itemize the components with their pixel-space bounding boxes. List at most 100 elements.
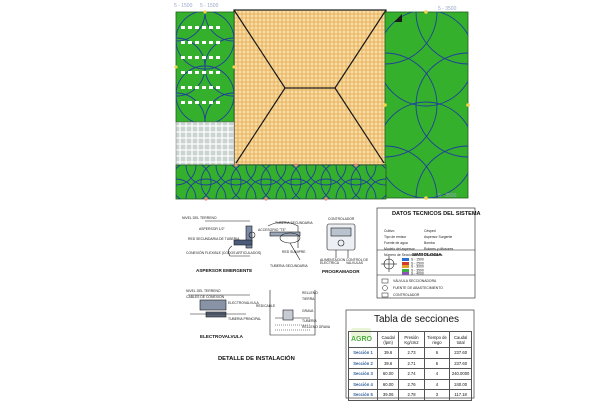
detail-label: RED SUMIPRE: [282, 250, 306, 254]
legend-swatch: [402, 272, 409, 276]
table-cell: Sección 5: [348, 389, 378, 401]
detail-label: NIVEL DEL TERRENO: [182, 216, 217, 220]
table-cell: 2.76: [398, 378, 425, 390]
table-cell: 60.00: [376, 378, 400, 390]
legend-swatch: [402, 258, 409, 261]
tech-row-label: Fuente de agua: [384, 241, 408, 245]
tech-row: Fuente de agua Bomba: [384, 231, 453, 245]
table-row: Sección 5 39.06 2.78 3 117.18: [348, 389, 472, 401]
detail-label: TUBERIA SECUNDARIA: [270, 264, 308, 268]
table-cell: 240.0000: [449, 368, 472, 380]
installation-detail-caption: DETALLE DE INSTALACIÓN: [218, 356, 295, 362]
legend-swatch: [402, 261, 409, 265]
detail-label: RED SECUNDARIA DE TUBERIA: [188, 237, 240, 241]
table-cell: 4: [423, 368, 451, 380]
symbol-label: CONTROLADOR: [393, 293, 420, 297]
tech-row: Tipo de emisor Aspersor Surgente: [384, 225, 453, 239]
table-cell: 117.18: [449, 389, 472, 401]
tech-data-frame: [376, 207, 476, 299]
table-cell: 237.60: [449, 347, 472, 359]
legend-list: S - 1500 S - 2500 S - 3000 S - 3500 S - …: [402, 258, 424, 276]
simbologia-icons: [381, 278, 389, 298]
legend-label: S - 3500: [411, 268, 424, 273]
detail-label: TUBERIA: [302, 319, 317, 323]
detail-label: ELECTROVALVULA: [228, 301, 259, 305]
table-cell: Sección 1: [348, 347, 378, 359]
tech-row-value: Césped: [424, 229, 436, 233]
dimension-label: 5 - 1500: [174, 3, 193, 9]
legend-item: S - 3500: [402, 268, 424, 273]
table-cell: 2.73: [398, 347, 425, 359]
detail-label: ACCESORIO "TE": [258, 228, 287, 232]
table-cell: 6: [423, 347, 451, 359]
table-cell: 2.71: [398, 357, 425, 369]
programador-detail-title: PROGRAMADOR: [322, 269, 360, 274]
table-cell: 39.6: [376, 357, 400, 369]
table-cell: 39.06: [376, 389, 400, 401]
tech-row-value: Rotores y difusores: [424, 247, 454, 251]
table-cell: 2.78: [398, 389, 425, 401]
table-cell: 237.60: [449, 357, 472, 369]
table-cell: Sección 2: [348, 357, 378, 369]
legend-item: S - 4000: [402, 272, 424, 276]
table-cell: 240.00: [449, 378, 472, 390]
tech-row: Número de Secciones 5 Secciones: [384, 243, 453, 257]
table-row: Sección 1 39.6 2.73 6 237.60: [348, 347, 472, 359]
table-header-cell: [348, 331, 378, 348]
symbol-label: FUENTE DE ABASTECIMIENTO: [393, 286, 443, 290]
tech-row-label: Modelo del aspersor: [384, 247, 415, 251]
table-cell: 3: [423, 389, 451, 401]
lawn-zone-right: [383, 10, 470, 200]
tech-row-label: Cultivo: [384, 229, 395, 233]
legend-item: S - 2500: [402, 260, 424, 266]
detail-label: NIVEL DEL TERRENO: [186, 289, 221, 293]
legend-label: S - 2500: [411, 260, 424, 265]
dimension-label: 5 - 1500: [200, 3, 219, 9]
table-header-cell: Caudal (lpm): [376, 331, 400, 348]
legend-swatch: [402, 268, 409, 272]
legend-label: S - 3000: [411, 264, 424, 269]
paving-strip: [175, 121, 235, 166]
detail-label: CONTROL DE VALVULAS: [346, 258, 369, 266]
programador-detail-drawing: [326, 223, 356, 258]
tech-row: Modelo del aspersor Rotores y difusores: [384, 237, 453, 251]
crosshair-target-icon: [381, 256, 397, 272]
aspersor-detail-drawing: [205, 220, 301, 261]
tech-row-value: 5 Secciones: [424, 253, 443, 257]
table-header-cell: Presión Kg/cm2: [398, 331, 425, 348]
symbol-label: VÁLVULA SECCIONADORA: [393, 279, 437, 283]
electrovalvula-detail-title: ELECTROVALVULA: [200, 334, 243, 339]
tech-row-value: Bomba: [424, 241, 435, 245]
table-cell: Sección 3: [348, 368, 378, 380]
legend-item: S - 3000: [402, 265, 424, 269]
detail-label: ASPERSOR 1/2": [199, 227, 225, 231]
table-cell: 39.6: [376, 347, 400, 359]
table-cell: 4: [423, 378, 451, 390]
detail-label: CABLES DE CONEXION: [186, 295, 225, 299]
table-header-row: Caudal (lpm) Presión Kg/cm2 Tiempo de ri…: [348, 331, 472, 348]
detail-label: RED/CABLE: [256, 304, 276, 308]
detail-label: ALIMENTACION ELECTRICA: [320, 258, 346, 266]
detail-label: TUBERIA PRINCIPAL: [228, 317, 262, 321]
lawn-zone-bottom: [175, 163, 387, 201]
tech-data-list: Cultivo Césped Tipo de emisor Aspersor Sur…: [384, 219, 453, 257]
table-header-cell: Tiempo de riego: [423, 331, 451, 348]
simbologia-title: SIMBOLOGIA: [412, 252, 442, 257]
table-header-cell: Caudal total: [449, 331, 472, 348]
electrovalvula-detail-drawing: [188, 290, 316, 336]
table-row: Sección 2 39.6 2.71 6 237.60: [348, 357, 472, 369]
tech-data-title: DATOS TECNICOS DEL SISTEMA: [392, 211, 481, 217]
table-cell: Sección 4: [348, 378, 378, 390]
legend-item: S - 1500: [402, 258, 424, 262]
sections-table: Caudal (lpm) Presión Kg/cm2 Tiempo de ri…: [348, 331, 472, 401]
tech-row-label: Tipo de emisor: [384, 235, 407, 239]
dimension-label: 5 - 3500: [438, 6, 457, 12]
detail-label: RELLENO GRAVA: [302, 325, 331, 329]
legend-swatch: [402, 265, 409, 269]
tech-row-label: Número de Secciones: [384, 253, 418, 257]
detail-label: RELLENO: [302, 291, 318, 295]
table-cell: 60.00: [376, 368, 400, 380]
tech-row-value: Aspersor Surgente: [424, 235, 453, 239]
sections-table-title: Tabla de secciones: [374, 314, 460, 325]
table-row: Sección 4 60.00 2.76 4 240.00: [348, 378, 472, 390]
